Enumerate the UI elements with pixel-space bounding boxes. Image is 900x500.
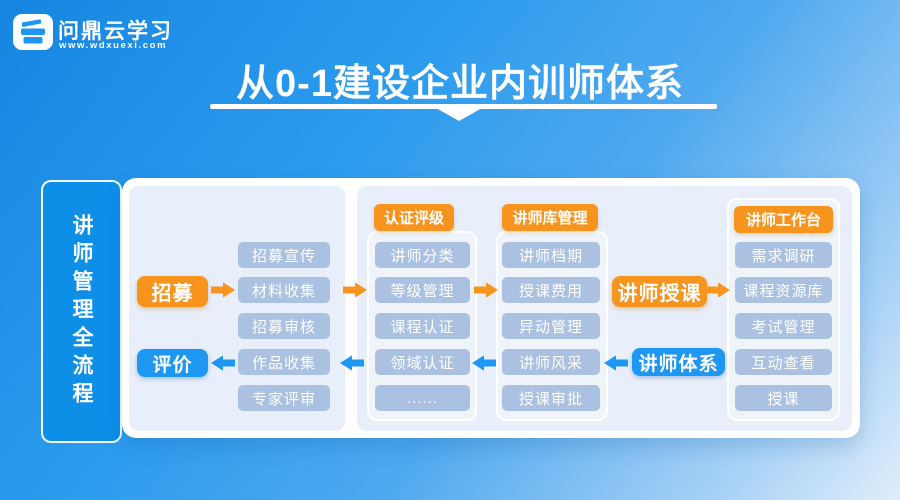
evaluate-item: 专家评审 bbox=[238, 385, 330, 411]
page-title: 从0-1建设企业内训师体系 bbox=[236, 63, 684, 105]
certification-item: 等级管理 bbox=[375, 277, 470, 303]
brand-url: www.wdxuexi.com bbox=[59, 40, 168, 51]
evaluate-node: 评价 bbox=[137, 349, 208, 377]
brand-name: 问鼎云学习 bbox=[58, 20, 173, 43]
workbench-item: 课程资源库 bbox=[735, 277, 832, 303]
library-item: 异动管理 bbox=[502, 313, 600, 339]
books-glyph bbox=[21, 19, 45, 44]
title-underline bbox=[210, 104, 717, 109]
sidebar-label-box: 讲师管理全流程 bbox=[41, 180, 122, 443]
certification-item-more: ...... bbox=[375, 385, 470, 411]
teaching-node: 讲师授课 bbox=[612, 276, 707, 307]
library-item: 讲师档期 bbox=[502, 242, 600, 268]
books-logo-icon bbox=[13, 14, 53, 50]
system-node: 讲师体系 bbox=[632, 348, 725, 376]
recruit-item: 招募审核 bbox=[238, 313, 330, 339]
workbench-item: 互动查看 bbox=[735, 349, 832, 375]
workbench-item: 授课 bbox=[735, 385, 832, 411]
certification-item: 领域认证 bbox=[375, 349, 470, 375]
workbench-item: 需求调研 bbox=[735, 242, 832, 268]
certification-item: 讲师分类 bbox=[375, 242, 470, 268]
library-item: 讲师风采 bbox=[502, 349, 600, 375]
evaluate-item: 作品收集 bbox=[238, 349, 330, 375]
title-pointer-down-icon bbox=[436, 108, 482, 121]
certification-item: 课程认证 bbox=[375, 313, 470, 339]
library-item: 授课费用 bbox=[502, 277, 600, 303]
lecturer-library-group-header: 讲师库管理 bbox=[502, 204, 598, 231]
recruit-item: 材料收集 bbox=[238, 277, 330, 303]
library-item: 授课审批 bbox=[502, 385, 600, 411]
sidebar-label: 讲师管理全流程 bbox=[70, 213, 93, 410]
workbench-group-header: 讲师工作台 bbox=[734, 206, 833, 233]
workbench-item: 考试管理 bbox=[735, 313, 832, 339]
workbench-group-box bbox=[727, 198, 840, 421]
certification-group-header: 认证评级 bbox=[374, 204, 454, 231]
recruit-item: 招募宣传 bbox=[238, 242, 330, 268]
recruit-node: 招募 bbox=[137, 276, 208, 307]
